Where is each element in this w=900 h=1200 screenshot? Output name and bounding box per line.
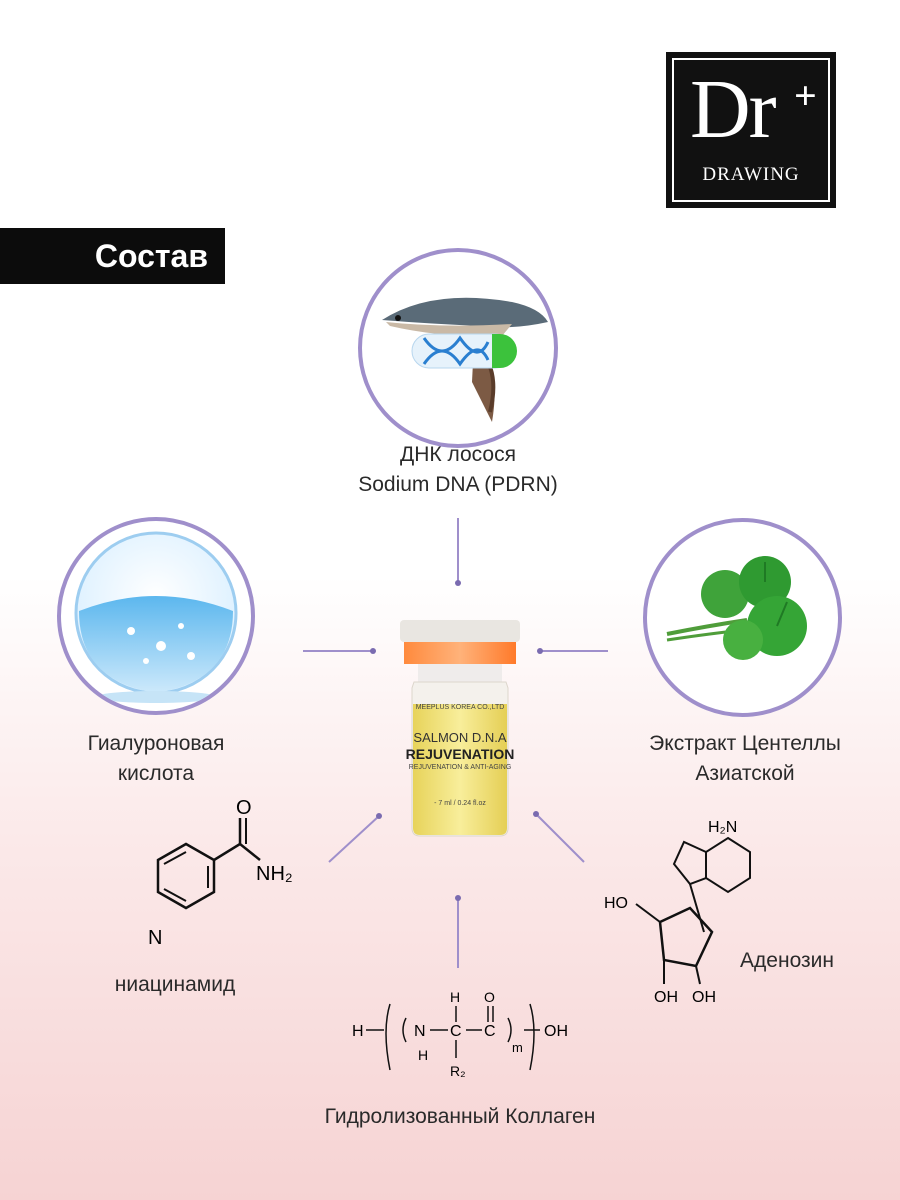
centella-label-line2: Азиатской bbox=[695, 762, 795, 785]
connector-bottom bbox=[457, 898, 459, 968]
collagen-r: R₂ bbox=[450, 1063, 466, 1079]
product-line2: REJUVENATION bbox=[405, 746, 515, 762]
collagen-c1: C bbox=[450, 1023, 462, 1040]
collagen-m: m bbox=[512, 1040, 523, 1055]
connector-bottom-left bbox=[328, 813, 382, 863]
salmon-label-line2: Sodium DNA (PDRN) bbox=[358, 473, 558, 496]
centella-label-line1: Экстракт Центеллы bbox=[649, 732, 841, 755]
connector-top-dot bbox=[455, 580, 461, 586]
water-sphere-icon bbox=[57, 517, 255, 715]
product-vial: MEEPLUS KOREA CO.,LTD SALMON D.N.A REJUV… bbox=[396, 618, 524, 840]
adenosine-h2n: H₂N bbox=[708, 819, 737, 836]
centella-label: Экстракт Центеллы Азиатской bbox=[610, 729, 880, 789]
collagen-c2: C bbox=[484, 1023, 496, 1040]
connector-left bbox=[303, 650, 373, 652]
collagen-n: N bbox=[414, 1023, 426, 1040]
collagen-h-left: H bbox=[352, 1023, 364, 1040]
adenosine-ho: HO bbox=[604, 895, 628, 912]
salmon-dna-icon bbox=[358, 248, 558, 448]
connector-bottom-dot bbox=[455, 895, 461, 901]
adenosine-structure: H₂N HO OH OH bbox=[604, 819, 751, 1006]
collagen-oh: OH bbox=[544, 1023, 568, 1040]
logo-plus-mark: + bbox=[794, 73, 817, 118]
hyaluronic-label: Гиалуроновая кислота bbox=[52, 729, 260, 789]
salmon-label: ДНК лосося Sodium DNA (PDRN) bbox=[300, 440, 616, 500]
product-line3: REJUVENATION & ANTI-AGING bbox=[408, 764, 512, 771]
niacinamide-n: N bbox=[148, 927, 162, 949]
connector-left-dot bbox=[370, 648, 376, 654]
adenosine-oh1: OH bbox=[654, 989, 678, 1006]
connector-top bbox=[457, 518, 459, 582]
brand-logo: Dr + DRAWING bbox=[666, 52, 836, 208]
product-volume: - 7 ml / 0.24 fl.oz bbox=[434, 800, 486, 807]
niacinamide-structure: O NH₂ N bbox=[148, 800, 293, 949]
salmon-label-line1: ДНК лосося bbox=[400, 443, 516, 466]
niacinamide-label: ниацинамид bbox=[114, 973, 236, 996]
product-maker: MEEPLUS KOREA CO.,LTD bbox=[415, 704, 505, 711]
adenosine-label: Аденозин bbox=[740, 949, 834, 972]
niacinamide-o: O bbox=[236, 800, 252, 819]
connector-bottom-right bbox=[533, 811, 585, 863]
connector-right bbox=[540, 650, 608, 652]
logo-word: DRAWING bbox=[702, 164, 800, 185]
adenosine-oh2: OH bbox=[692, 989, 716, 1006]
collagen-structure: H N H C H R₂ C O m OH bbox=[352, 989, 568, 1079]
collagen-h-n: H bbox=[418, 1047, 428, 1063]
niacinamide-nh2: NH₂ bbox=[256, 863, 293, 885]
connector-right-dot bbox=[537, 648, 543, 654]
logo-main-text: Dr bbox=[690, 63, 777, 156]
collagen-h-top: H bbox=[450, 989, 460, 1005]
product-line1: SALMON D.N.A bbox=[413, 730, 507, 745]
hyaluronic-label-line2: кислота bbox=[117, 762, 195, 785]
centella-leaves-icon bbox=[643, 518, 842, 717]
collagen-label: Гидролизованный Коллаген bbox=[324, 1105, 596, 1128]
section-title: Состав bbox=[0, 228, 225, 284]
hyaluronic-label-line1: Гиалуроновая bbox=[87, 732, 225, 755]
collagen-o: O bbox=[484, 989, 495, 1005]
